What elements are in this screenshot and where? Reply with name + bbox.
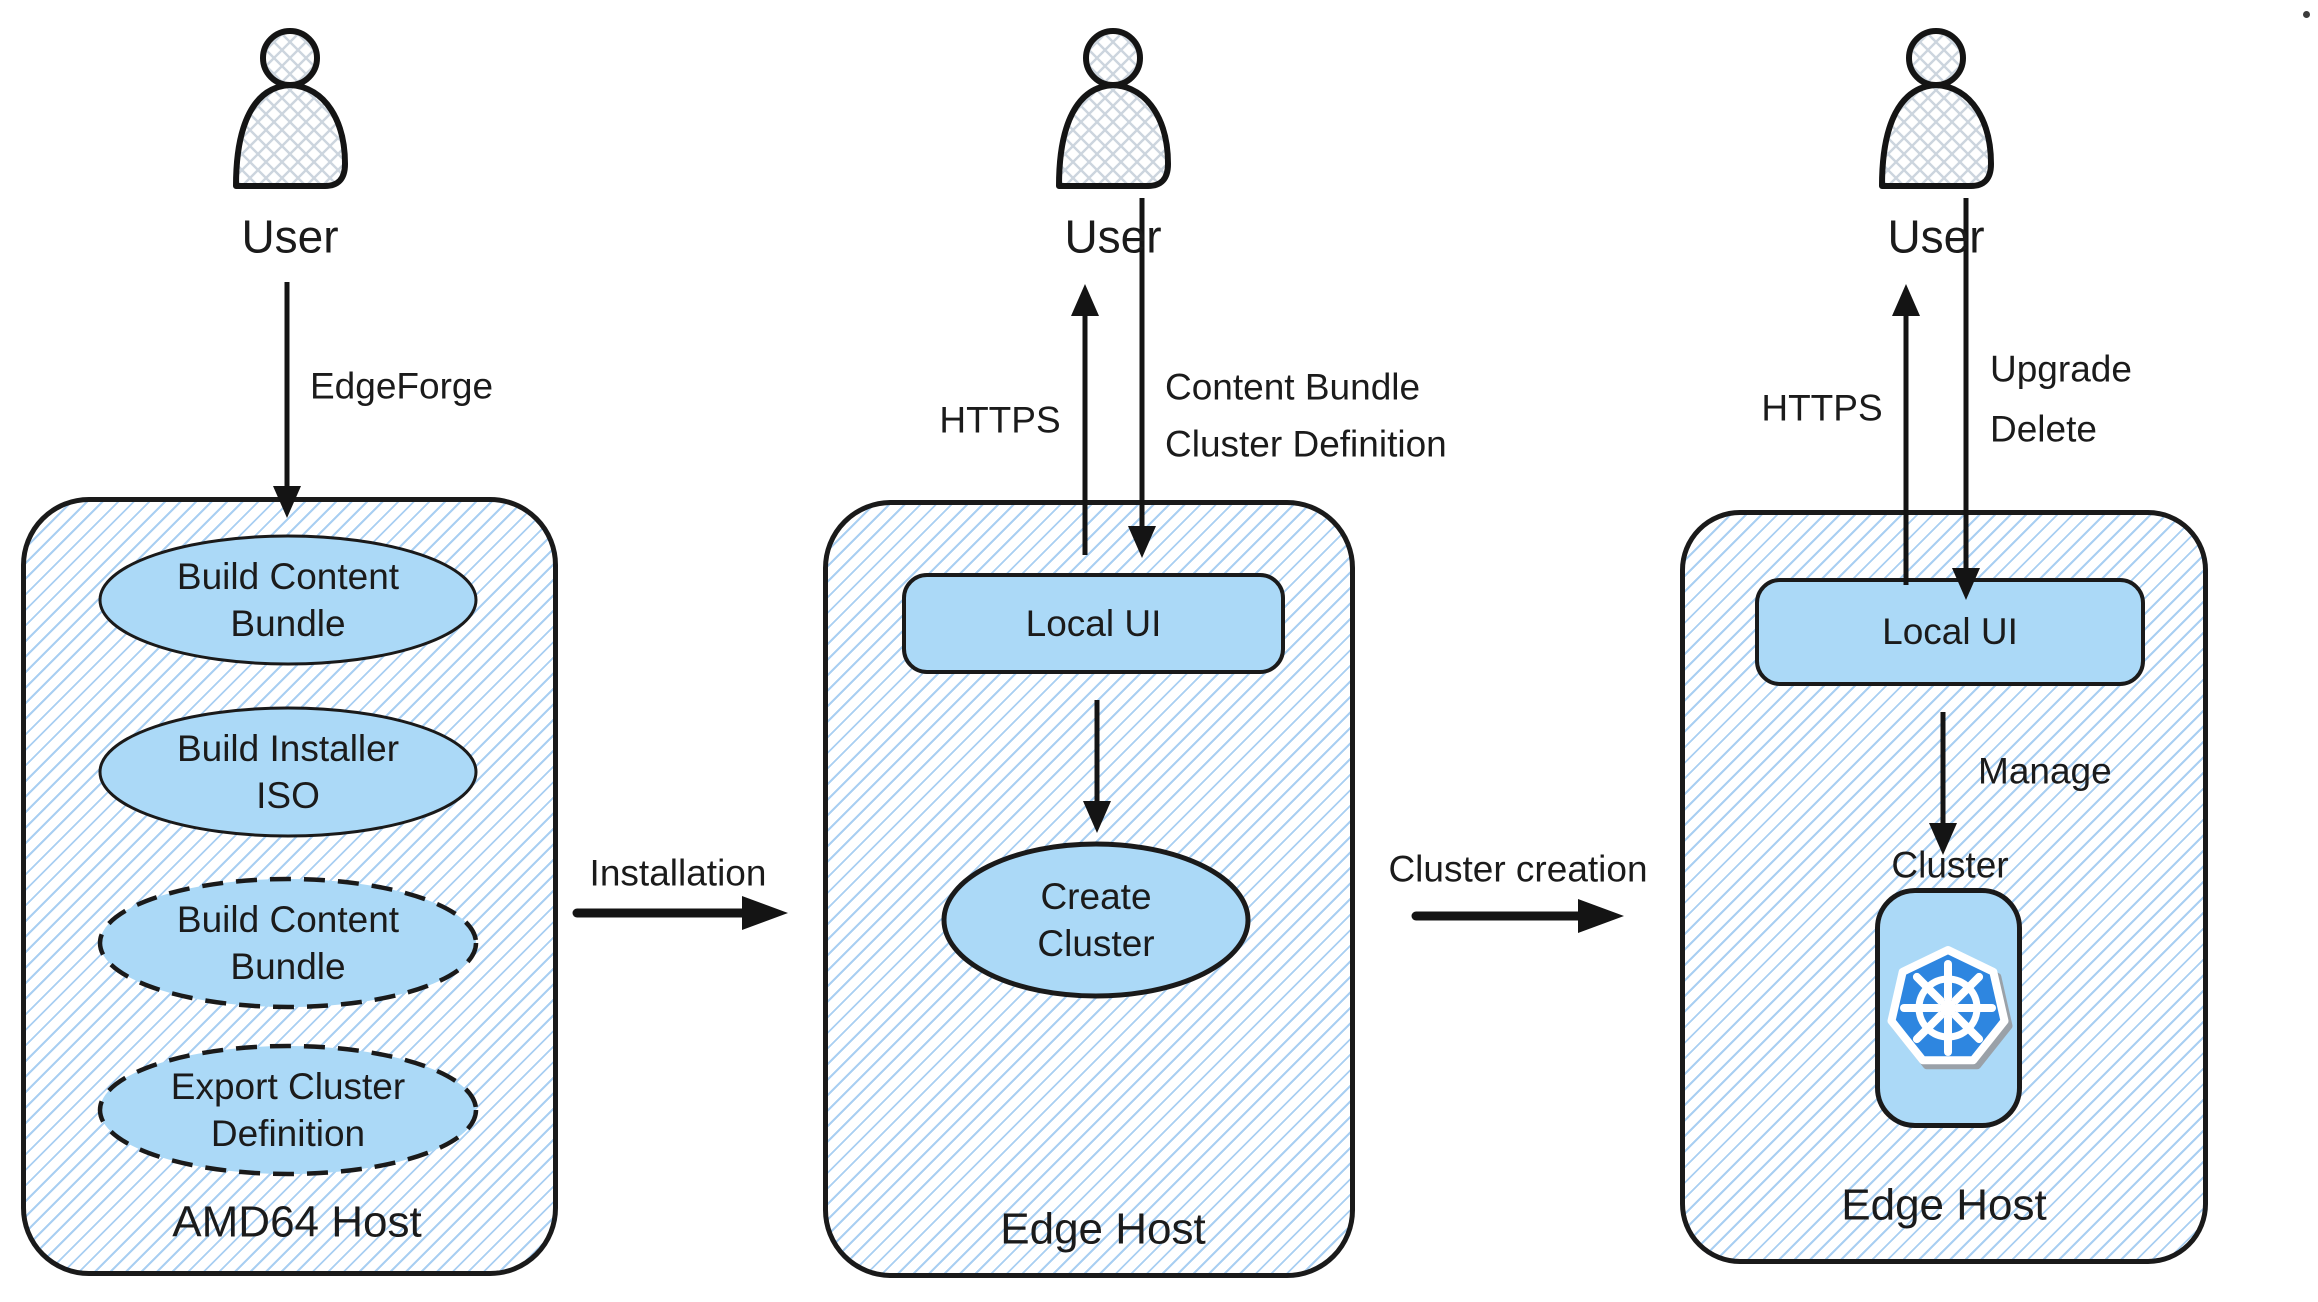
export-cluster-definition-dashed-node xyxy=(97,1043,479,1177)
edgeforge-arrow-label: EdgeForge xyxy=(310,365,494,407)
cluster-creation-arrow xyxy=(1411,899,1624,933)
stray-dot xyxy=(2303,11,2310,18)
amd64-host-label: AMD64 Host xyxy=(172,1197,422,1247)
kubernetes-icon xyxy=(1887,946,2013,1070)
local-ui-node-right: Local UI xyxy=(1755,578,2145,686)
user-label-middle: User xyxy=(1064,210,1162,263)
build-content-bundle-dashed-node xyxy=(97,876,479,1010)
user-label-left: User xyxy=(241,210,339,263)
installation-label: Installation xyxy=(589,852,767,894)
create-cluster-label: Create Cluster xyxy=(1037,876,1155,964)
edge-host-label-right: Edge Host xyxy=(1841,1180,2047,1230)
cluster-definition-label: Cluster Definition xyxy=(1165,423,1447,465)
build-installer-iso-node xyxy=(98,706,478,838)
user-label-right: User xyxy=(1887,210,1985,263)
cluster-title-label: Cluster xyxy=(1891,844,2009,886)
edge-host-label-middle: Edge Host xyxy=(1000,1204,1206,1254)
upgrade-delete-down-arrow xyxy=(1952,198,1980,600)
export-cluster-definition-label: Export Cluster Definition xyxy=(170,1066,406,1154)
https-up-arrow-middle xyxy=(1071,284,1099,555)
content-bundle-down-arrow xyxy=(1128,198,1156,558)
local-ui-label-right: Local UI xyxy=(1882,611,2018,652)
https-label-right: HTTPS xyxy=(1761,387,1883,429)
build-installer-iso-label: Build Installer ISO xyxy=(176,728,400,816)
manage-arrow xyxy=(1929,712,1957,855)
build-content-bundle-dashed-label: Build Content Bundle xyxy=(176,899,400,987)
build-content-bundle-label: Build Content Bundle xyxy=(176,556,400,644)
installation-arrow xyxy=(572,896,788,930)
https-label-middle: HTTPS xyxy=(939,399,1061,441)
manage-label: Manage xyxy=(1978,750,2112,792)
local-ui-node-middle: Local UI xyxy=(902,573,1285,674)
build-content-bundle-node xyxy=(98,534,478,666)
https-up-arrow-right xyxy=(1892,284,1920,585)
user-icon xyxy=(1882,31,1991,186)
localui-to-create-cluster-arrow xyxy=(1083,700,1111,833)
content-bundle-label: Content Bundle xyxy=(1165,366,1421,408)
user-icon xyxy=(1059,31,1168,186)
local-ui-label-middle: Local UI xyxy=(1025,602,1162,644)
cluster-creation-label: Cluster creation xyxy=(1388,848,1648,890)
edgeforge-arrow xyxy=(273,282,301,518)
user-icon xyxy=(236,31,345,186)
create-cluster-node xyxy=(941,841,1251,999)
upgrade-label: Upgrade xyxy=(1990,348,2132,390)
delete-label: Delete xyxy=(1990,408,2097,450)
